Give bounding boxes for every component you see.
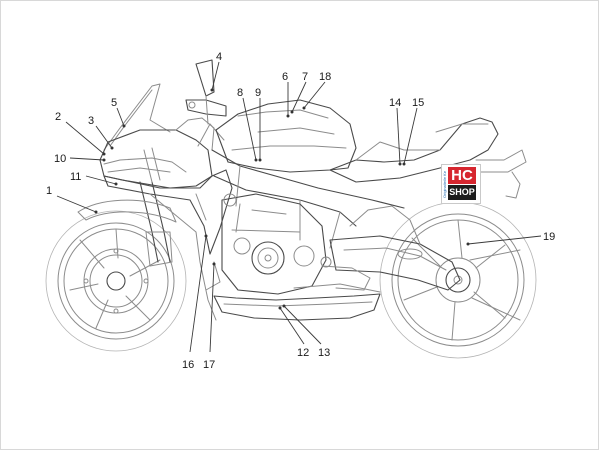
handlebars: [185, 59, 227, 147]
logo-shop-text: SHOP: [448, 185, 476, 200]
fuel-tank: [215, 99, 357, 173]
callout-18: 18: [319, 71, 331, 83]
front-wheel: [45, 210, 187, 352]
callout-7: 7: [302, 71, 308, 83]
logo-hc-text: HC: [448, 167, 476, 184]
callout-13: 13: [318, 347, 330, 359]
callout-15: 15: [412, 97, 424, 109]
callout-14: 14: [389, 97, 401, 109]
callout-4: 4: [216, 51, 222, 63]
frame: [211, 149, 405, 249]
belly-pan: [213, 283, 381, 321]
seat-tail: [329, 117, 527, 199]
callout-6: 6: [282, 71, 288, 83]
callout-12: 12: [297, 347, 309, 359]
rear-wheel: [379, 201, 537, 359]
callout-8: 8: [237, 87, 243, 99]
hc-shop-logo: Originalteile für HC SHOP: [441, 164, 481, 204]
callout-3: 3: [88, 115, 94, 127]
callout-16: 16: [182, 359, 194, 371]
front-fender: [77, 199, 177, 223]
callout-1: 1: [46, 185, 52, 197]
callout-5: 5: [111, 97, 117, 109]
side-fairing: [103, 169, 233, 321]
callout-2: 2: [55, 111, 61, 123]
callout-9: 9: [255, 87, 261, 99]
callout-leaders: [56, 61, 542, 353]
callout-10: 10: [54, 153, 66, 165]
swingarm: [329, 205, 461, 291]
callout-11: 11: [70, 171, 81, 183]
engine: [221, 193, 332, 295]
footpeg-area: [205, 261, 371, 291]
callout-19: 19: [543, 231, 555, 243]
callout-numbers: 1 2 3 4 5 6 7 8 9 10 11 12 13 14 15 16 1…: [46, 51, 555, 371]
callout-17: 17: [203, 359, 215, 371]
